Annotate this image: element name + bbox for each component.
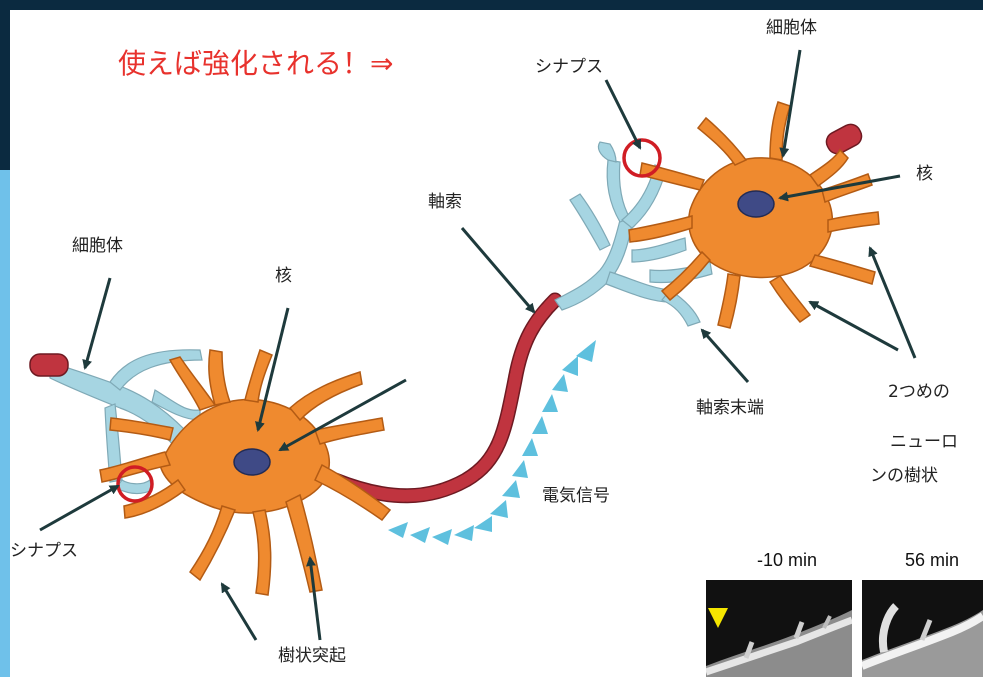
label-soma-right: 細胞体 <box>766 20 817 37</box>
label-second-neuron-line2: ニューロ <box>890 434 958 451</box>
label-nucleus-left: 核 <box>275 268 292 285</box>
label-second-neuron-line1: 2つめの <box>888 384 950 401</box>
headline-text: 使えば強化される！⇒ <box>118 47 393 80</box>
micrograph-before-image <box>706 580 852 677</box>
micrograph-after <box>862 580 983 677</box>
micrograph-time-after: 56 min <box>905 550 959 571</box>
label-synapse-left: シナプス <box>10 543 78 560</box>
micrograph-before <box>706 580 852 677</box>
micrograph-time-before: -10 min <box>757 550 817 571</box>
right-nucleus <box>738 191 774 217</box>
left-nucleus <box>234 449 270 475</box>
neuron-diagram <box>10 10 983 677</box>
label-signal: 電気信号 <box>542 488 610 505</box>
headline: 使えば強化される！⇒ <box>118 42 393 82</box>
right-axon-stub <box>823 121 865 157</box>
label-axon-terminal: 軸索末端 <box>696 400 764 417</box>
left-axon-stub <box>30 354 68 376</box>
marker-arrowhead-icon <box>708 608 728 628</box>
micrograph-after-image <box>862 580 983 677</box>
label-second-neuron-line3: ンの樹状 <box>870 468 938 485</box>
label-soma-left: 細胞体 <box>72 238 123 255</box>
label-dendrites: 樹状突起 <box>278 648 346 665</box>
slide-canvas: 使えば強化される！⇒ シナプス 細胞体 核 軸索 細胞体 核 シナプス 樹状突起… <box>10 10 983 677</box>
label-axon: 軸索 <box>428 194 462 211</box>
headline-target: シナプス <box>535 52 603 77</box>
label-nucleus-right: 核 <box>916 166 933 183</box>
